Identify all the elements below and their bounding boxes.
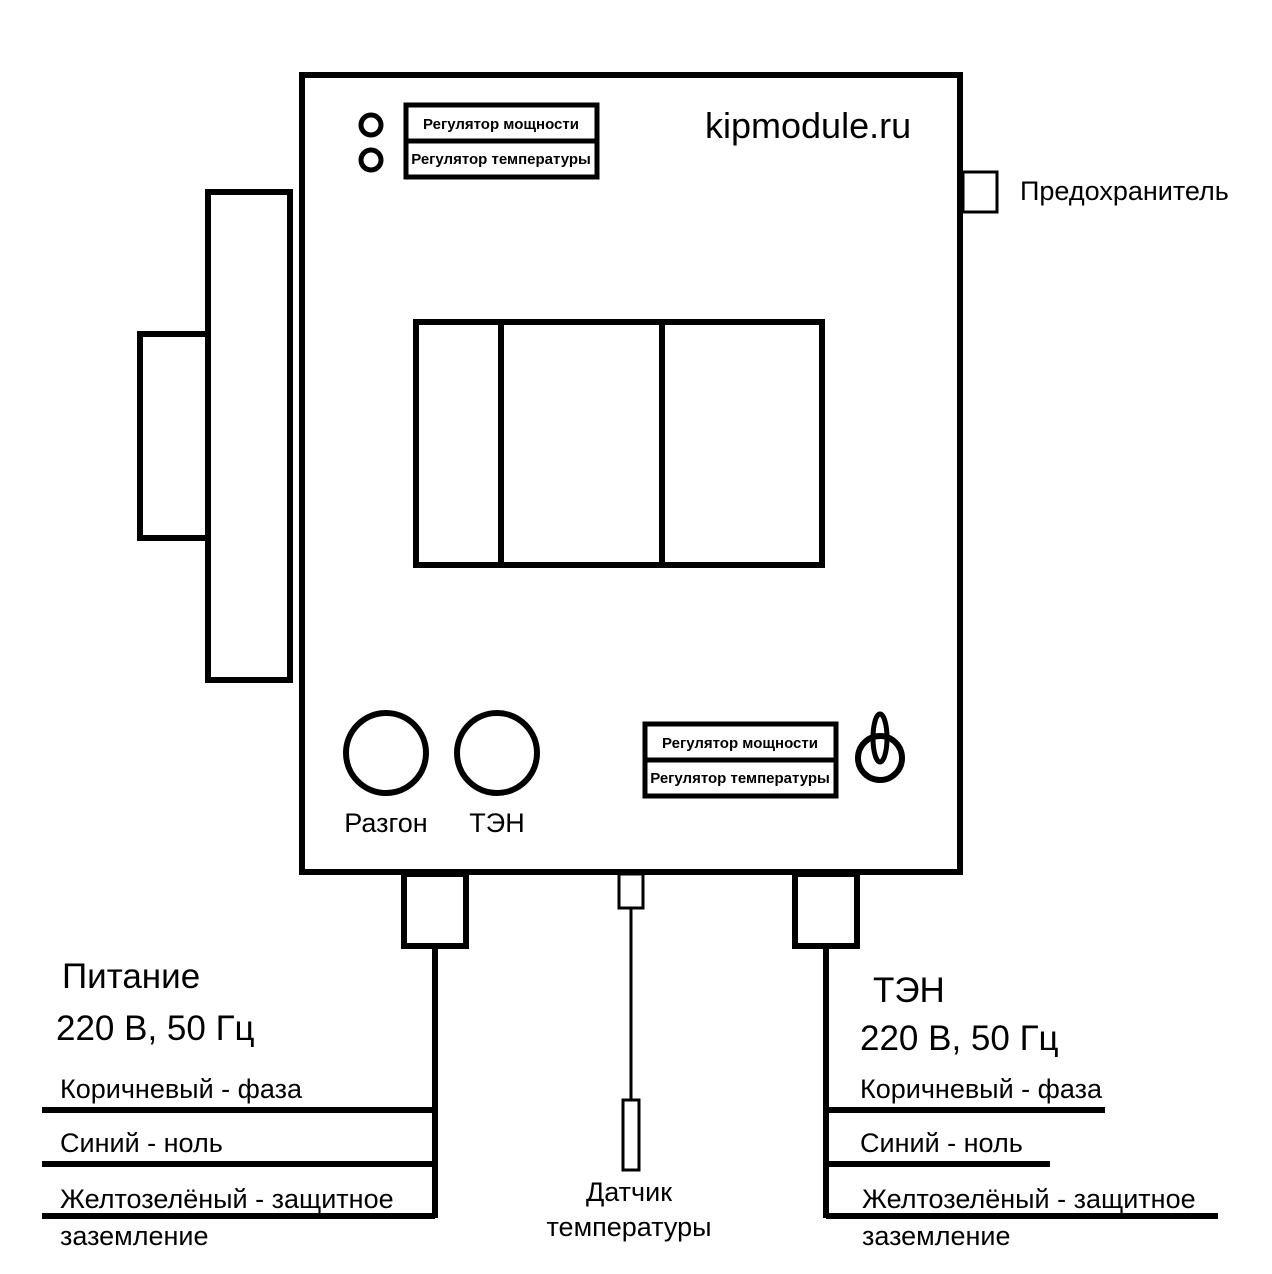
fuse-label: Предохранитель	[1020, 176, 1229, 206]
boost-lamp	[343, 710, 429, 796]
power-wire-phase-label: Коричневый - фаза	[60, 1074, 303, 1104]
enclosure-box	[299, 72, 963, 875]
top-temp-regulator-label: Регулятор температуры	[411, 151, 591, 168]
brand-label: kipmodule.ru	[705, 105, 911, 146]
heater-label: ТЭН	[469, 808, 524, 838]
top-indicator-1	[358, 112, 384, 138]
heater-cable-gland	[792, 871, 860, 949]
heater-wire-ground-label: Желтозелёный - защитное	[862, 1184, 1196, 1214]
temperature-probe	[621, 1098, 641, 1172]
din-module-block	[413, 319, 825, 568]
heater-wire-neutral-label: Синий - ноль	[860, 1128, 1023, 1158]
power-title: Питание	[62, 957, 200, 996]
fuse-holder	[961, 170, 999, 214]
side-mount	[137, 189, 293, 683]
heater-wire-phase-label: Коричневый - фаза	[860, 1074, 1103, 1104]
boost-label: Разгон	[344, 808, 427, 838]
bottom-power-regulator-label: Регулятор мощности	[662, 735, 818, 752]
power-toggle-switch	[855, 711, 905, 783]
sensor-label-line1: Датчик	[586, 1177, 672, 1207]
power-wire-ground-label-2: заземление	[60, 1221, 209, 1251]
top-regulator-panel: Регулятор мощности Регулятор температуры	[403, 102, 600, 180]
top-power-regulator-label: Регулятор мощности	[423, 116, 579, 133]
power-cable-gland	[401, 871, 469, 949]
power-wire-ground-label: Желтозелёный - защитное	[60, 1184, 394, 1214]
heater-wire-ground-label-2: заземление	[862, 1221, 1011, 1251]
power-spec: 220 В, 50 Гц	[56, 1009, 255, 1048]
sensor-gland	[617, 872, 645, 910]
bottom-temp-regulator-label: Регулятор температуры	[650, 770, 830, 787]
bottom-regulator-panel: Регулятор мощности Регулятор температуры	[642, 721, 839, 799]
sensor-label-line2: температуры	[546, 1212, 711, 1242]
power-wire-neutral-label: Синий - ноль	[60, 1128, 223, 1158]
heater-title: ТЭН	[873, 971, 945, 1010]
heater-lamp	[454, 710, 540, 796]
heater-spec: 220 В, 50 Гц	[860, 1019, 1059, 1058]
top-indicator-2	[358, 147, 384, 173]
